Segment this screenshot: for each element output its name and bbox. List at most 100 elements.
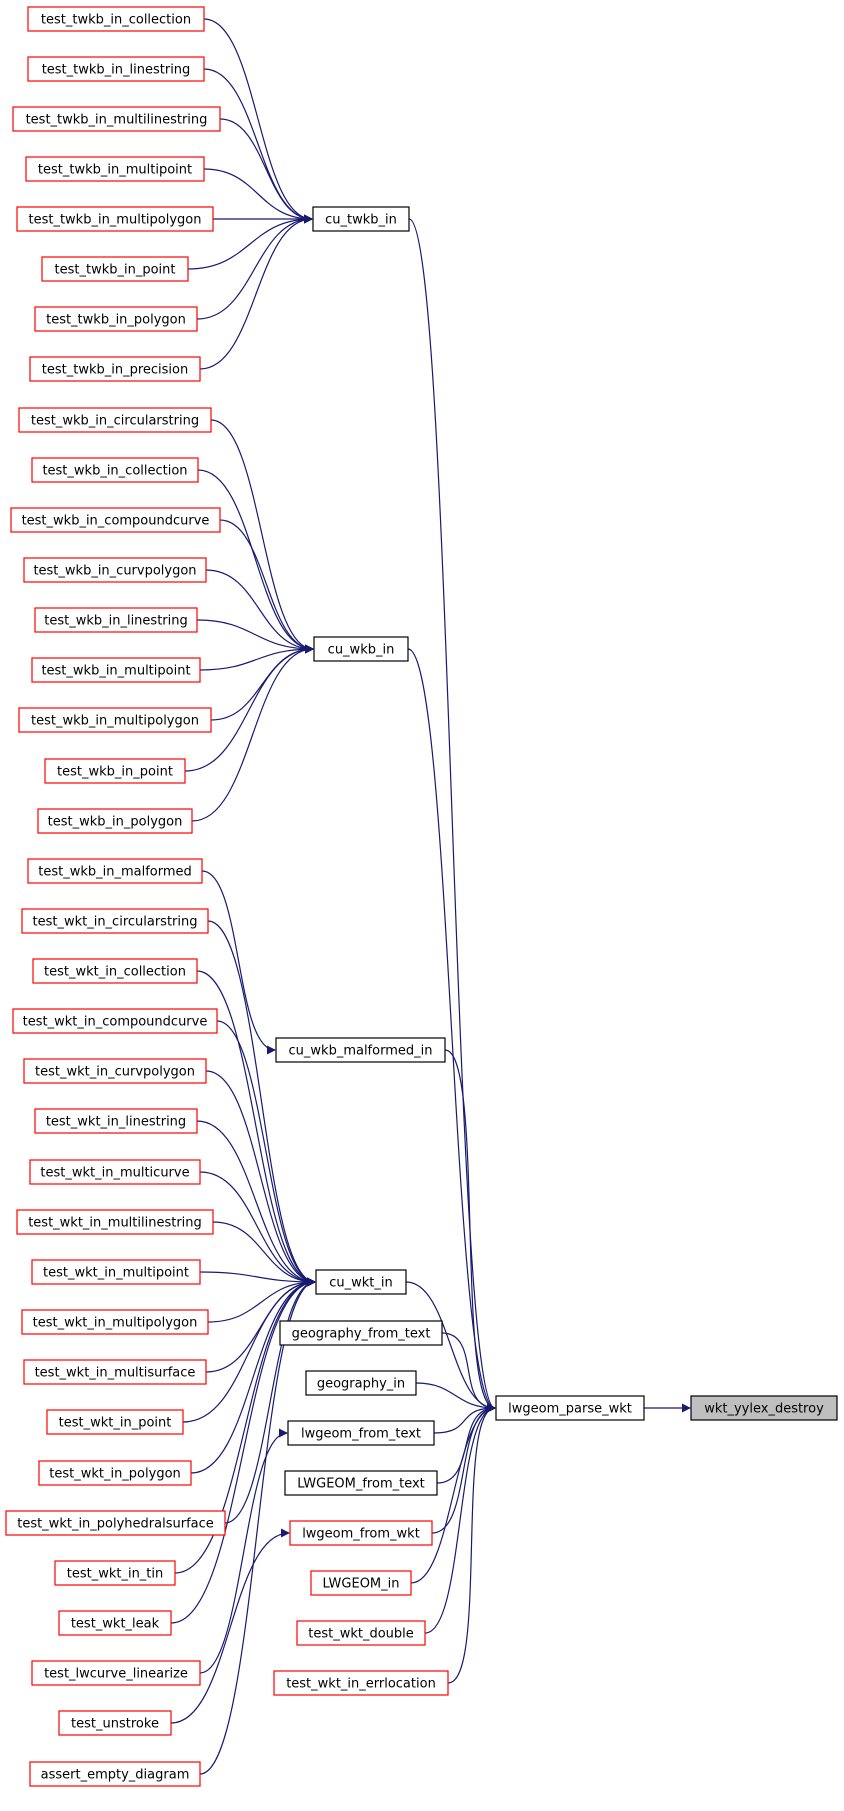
node-test-twkb-in-linestring[interactable]: test_twkb_in_linestring: [27, 56, 205, 82]
node-label: test_twkb_in_collection: [41, 13, 191, 28]
node-label: test_wkt_in_tin: [67, 1567, 164, 1582]
node-test-wkb-in-collection[interactable]: test_wkb_in_collection: [31, 457, 199, 483]
edge-test-wkt-in-collection-to-cu-wkt-in: [196, 970, 316, 1287]
node-test-wkt-in-circularstring[interactable]: test_wkt_in_circularstring: [21, 908, 209, 934]
node-test-twkb-in-multipolygon[interactable]: test_twkb_in_multipolygon: [16, 206, 214, 232]
edge-test-wkt-in-circularstring-to-cu-wkt-in: [207, 920, 316, 1287]
node-box: [38, 1460, 192, 1486]
node-test-wkt-in-polyhedralsurface[interactable]: test_wkt_in_polyhedralsurface: [5, 1510, 226, 1536]
node-label: test_wkt_in_polygon: [49, 1467, 181, 1482]
node-label: test_twkb_in_linestring: [42, 63, 191, 78]
edge-test-wkb-in-polygon-to-cu-wkb-in: [191, 644, 314, 822]
node-box: [315, 1269, 407, 1295]
edge-test-wkb-in-circularstring-to-cu-wkb-in: [210, 419, 314, 654]
node-label: test_wkt_double: [308, 1627, 414, 1642]
node-test-wkb-in-circularstring[interactable]: test_wkb_in_circularstring: [18, 407, 212, 433]
node-test-wkb-in-multipolygon[interactable]: test_wkb_in_multipolygon: [18, 707, 212, 733]
node-test-wkb-in-linestring[interactable]: test_wkb_in_linestring: [34, 607, 198, 633]
node-test-wkt-in-point[interactable]: test_wkt_in_point: [46, 1409, 184, 1435]
node-box: [58, 1610, 172, 1636]
node-cu-wkt-in[interactable]: cu_wkt_in: [315, 1269, 407, 1295]
node-test-twkb-in-polygon[interactable]: test_twkb_in_polygon: [34, 306, 198, 332]
node-geography-in[interactable]: geography_in: [305, 1370, 417, 1396]
edge-test-wkt-in-multipolygon-to-cu-wkt-in: [207, 1277, 316, 1323]
node-test-wkt-in-collection[interactable]: test_wkt_in_collection: [32, 958, 198, 984]
node-label: test_wkt_in_circularstring: [32, 915, 197, 930]
node-box: [27, 6, 205, 32]
node-box: [296, 1620, 426, 1646]
node-test-wkt-double[interactable]: test_wkt_double: [296, 1620, 426, 1646]
node-test-wkb-in-polygon[interactable]: test_wkb_in_polygon: [37, 808, 193, 834]
node-box: [32, 958, 198, 984]
node-test-wkt-in-multipolygon[interactable]: test_wkt_in_multipolygon: [21, 1309, 209, 1335]
edge-test-twkb-in-linestring-to-cu-twkb-in: [203, 68, 313, 224]
node-test-wkt-in-linestring[interactable]: test_wkt_in_linestring: [34, 1108, 198, 1134]
node-test-twkb-in-multilinestring[interactable]: test_twkb_in_multilinestring: [12, 106, 221, 132]
node-test-wkb-in-curvpolygon[interactable]: test_wkb_in_curvpolygon: [23, 557, 207, 583]
node-box: [34, 607, 198, 633]
node-box: [31, 657, 201, 683]
node-layer: test_twkb_in_collection test_twkb_in_line…: [5, 6, 838, 1787]
edge-test-wkt-in-multipoint-to-cu-wkt-in: [199, 1271, 316, 1287]
node-test-wkt-in-multipoint[interactable]: test_wkt_in_multipoint: [31, 1259, 201, 1285]
node-test-wkt-leak[interactable]: test_wkt_leak: [58, 1610, 172, 1636]
node-test-wkb-in-multipoint[interactable]: test_wkb_in_multipoint: [31, 657, 201, 683]
node-label: test_wkb_in_collection: [42, 464, 187, 479]
node-box: [37, 808, 193, 834]
node-cu-twkb-in[interactable]: cu_twkb_in: [312, 206, 410, 232]
edge-test-wkt-in-polygon-to-cu-wkt-in: [190, 1277, 316, 1474]
edge-test-twkb-in-collection-to-cu-twkb-in: [203, 18, 313, 224]
node-test-lwcurve-linearize[interactable]: test_lwcurve_linearize: [31, 1660, 201, 1686]
node-box: [12, 106, 221, 132]
edge-lwgeom-from-wkt-to-lwgeom-parse-wkt: [431, 1403, 496, 1534]
edge-test-wkb-in-collection-to-cu-wkb-in: [197, 469, 314, 654]
node-cu-wkb-in[interactable]: cu_wkb_in: [313, 636, 409, 662]
node-box: [27, 56, 205, 82]
node-test-twkb-in-collection[interactable]: test_twkb_in_collection: [27, 6, 205, 32]
node-box: [18, 707, 212, 733]
node-test-wkt-in-multilinestring[interactable]: test_wkt_in_multilinestring: [16, 1209, 214, 1235]
node-box: [305, 1370, 417, 1396]
node-box: [31, 1660, 201, 1686]
node-box: [284, 1470, 438, 1496]
node-box: [10, 507, 221, 533]
node-box: [34, 306, 198, 332]
node-test-wkt-in-polygon[interactable]: test_wkt_in_polygon: [38, 1460, 192, 1486]
node-test-wkt-in-multicurve[interactable]: test_wkt_in_multicurve: [29, 1159, 201, 1185]
node-test-wkb-in-malformed[interactable]: test_wkb_in_malformed: [27, 858, 203, 884]
node-lwgeom-from-text[interactable]: LWGEOM_from_text: [284, 1470, 438, 1496]
node-test-unstroke[interactable]: test_unstroke: [58, 1710, 172, 1736]
node-box: [23, 1058, 207, 1084]
node-test-wkb-in-point[interactable]: test_wkb_in_point: [44, 758, 186, 784]
node-lwgeom-from-wkt[interactable]: lwgeom_from_wkt: [289, 1520, 433, 1546]
node-label: test_wkt_in_point: [59, 1416, 172, 1431]
edge-test-wkb-in-point-to-cu-wkb-in: [184, 644, 314, 772]
node-label: test_twkb_in_multilinestring: [26, 113, 208, 128]
node-geography-from-text[interactable]: geography_from_text: [279, 1320, 443, 1346]
node-box: [289, 1520, 433, 1546]
node-test-twkb-in-precision[interactable]: test_twkb_in_precision: [29, 356, 201, 382]
node-label: test_wkt_in_curvpolygon: [35, 1065, 195, 1080]
node-test-twkb-in-multipoint[interactable]: test_twkb_in_multipoint: [25, 156, 205, 182]
node-box: [46, 1409, 184, 1435]
edge-test-wkb-in-curvpolygon-to-cu-wkb-in: [205, 569, 314, 654]
edge-assert-empty-diagram-to-cu-wkt-in: [199, 1277, 316, 1775]
node-box: [23, 1359, 207, 1385]
node-test-wkt-in-curvpolygon[interactable]: test_wkt_in_curvpolygon: [23, 1058, 207, 1084]
node-test-wkt-in-errlocation[interactable]: test_wkt_in_errlocation: [273, 1670, 449, 1696]
node-test-wkt-in-multisurface[interactable]: test_wkt_in_multisurface: [23, 1359, 207, 1385]
node-lwgeom-from-text[interactable]: lwgeom_from_text: [287, 1420, 435, 1446]
node-lwgeom-in[interactable]: LWGEOM_in: [310, 1570, 412, 1596]
node-label: test_wkt_in_collection: [44, 965, 186, 980]
node-test-wkb-in-compoundcurve[interactable]: test_wkb_in_compoundcurve: [10, 507, 221, 533]
node-label: test_twkb_in_polygon: [46, 313, 186, 328]
node-assert-empty-diagram[interactable]: assert_empty_diagram: [29, 1761, 201, 1787]
node-lwgeom-parse-wkt[interactable]: lwgeom_parse_wkt: [495, 1395, 645, 1421]
node-box: [495, 1395, 645, 1421]
node-label: test_wkt_in_errlocation: [286, 1677, 436, 1692]
node-cu-wkb-malformed-in[interactable]: cu_wkb_malformed_in: [275, 1037, 446, 1063]
node-test-twkb-in-point[interactable]: test_twkb_in_point: [41, 256, 189, 282]
edge-test-wkt-in-errlocation-to-lwgeom-parse-wkt: [447, 1403, 496, 1684]
node-test-wkt-in-compoundcurve[interactable]: test_wkt_in_compoundcurve: [12, 1008, 218, 1034]
node-test-wkt-in-tin[interactable]: test_wkt_in_tin: [54, 1560, 176, 1586]
